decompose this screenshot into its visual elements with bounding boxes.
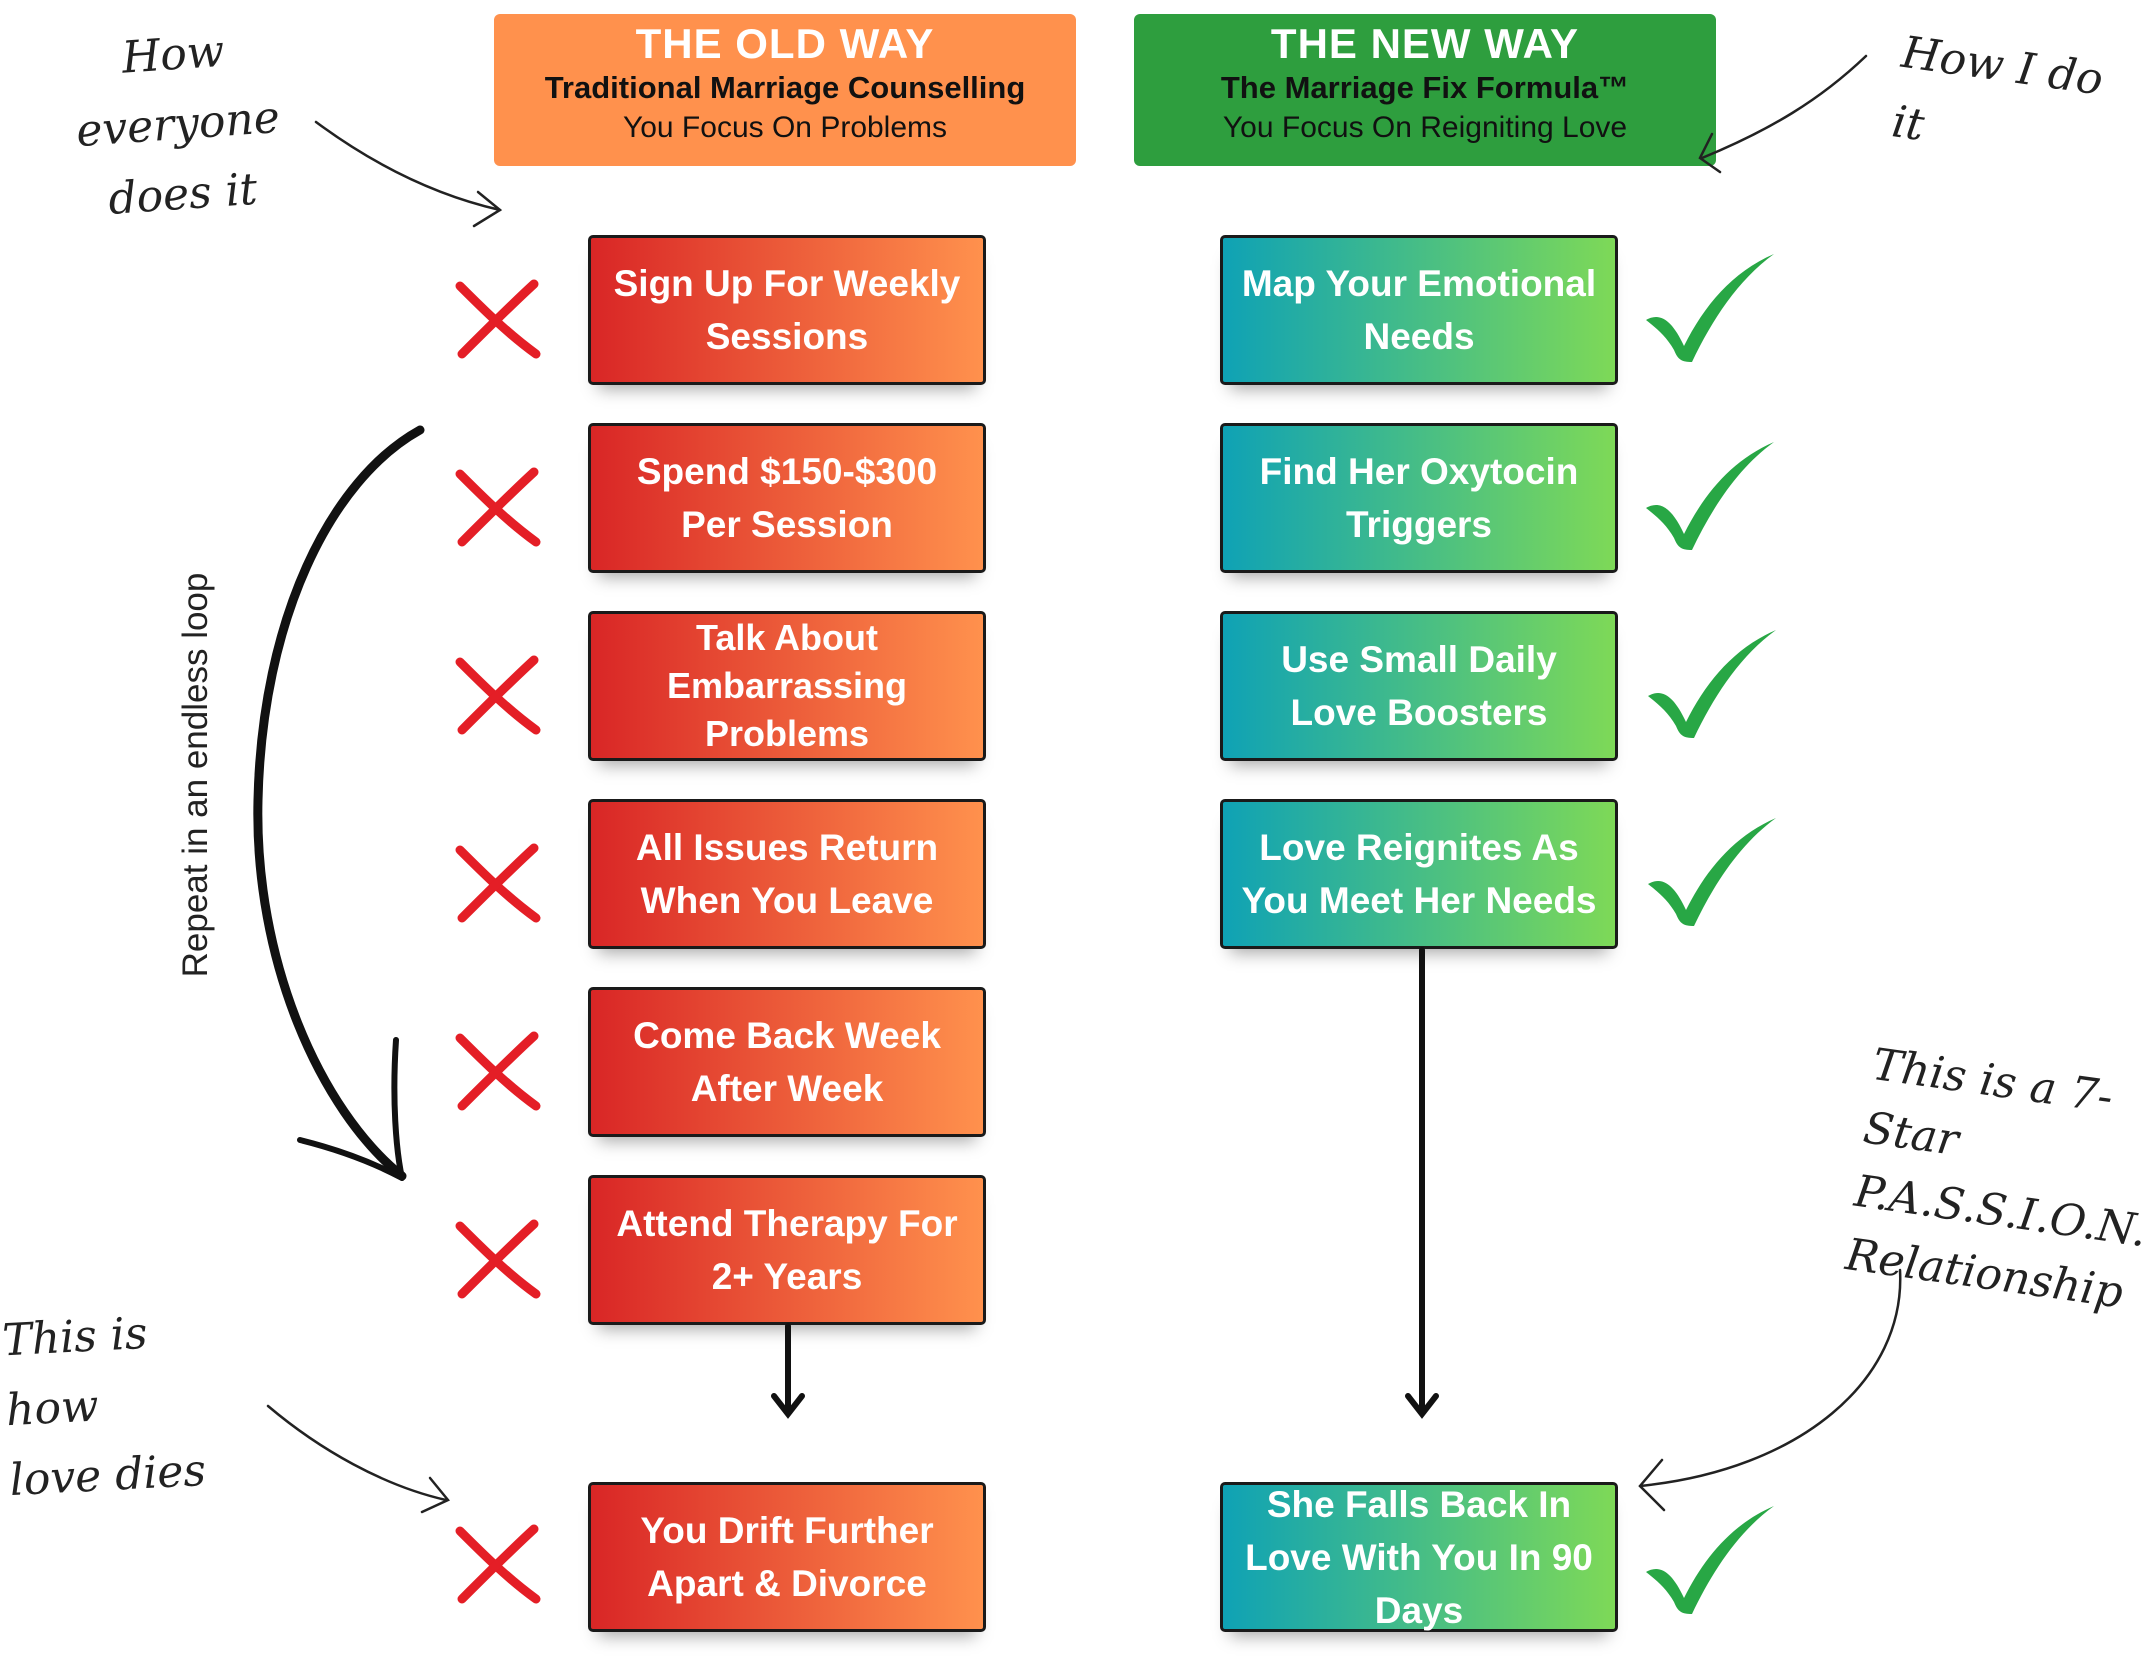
new-way-subtitle: The Marriage Fix Formula™ — [1220, 70, 1630, 105]
loop-label: Repeat in an endless loop — [176, 572, 215, 978]
seven-star-note: This is a 7-Star P.A.S.S.I.O.N. Relation… — [1842, 1039, 2148, 1319]
red-x-icon — [455, 655, 541, 735]
love-dies-arrow — [266, 1404, 450, 1514]
loop-arrow — [253, 425, 425, 1181]
how-i-arrow — [1698, 54, 1868, 174]
old-step-2: Spend $150-$300 Per Session — [588, 423, 986, 573]
old-way-subtitle: Traditional Marriage Counselling — [544, 70, 1026, 105]
green-check-icon — [1648, 818, 1776, 926]
old-way-down-arrow — [771, 1323, 805, 1419]
old-way-header: THE OLD WAY Traditional Marriage Counsel… — [494, 14, 1076, 166]
red-x-icon — [455, 467, 541, 547]
new-way-header: THE NEW WAY The Marriage Fix Formula™ Yo… — [1134, 14, 1716, 166]
old-step-1: Sign Up For Weekly Sessions — [588, 235, 986, 385]
red-x-icon — [455, 1219, 541, 1299]
new-way-down-arrow — [1405, 947, 1439, 1419]
red-x-icon — [455, 1524, 541, 1604]
old-outcome: You Drift Further Apart & Divorce — [588, 1482, 986, 1632]
green-check-icon — [1646, 254, 1774, 362]
new-way-tagline: You Focus On Reigniting Love — [1222, 111, 1628, 144]
red-x-icon — [455, 1031, 541, 1111]
old-step-4: All Issues Return When You Leave — [588, 799, 986, 949]
new-way-title: THE NEW WAY — [1270, 20, 1580, 67]
red-x-icon — [455, 843, 541, 923]
new-step-4: Love Reignites As You Meet Her Needs — [1220, 799, 1618, 949]
new-step-3: Use Small Daily Love Boosters — [1220, 611, 1618, 761]
love-dies-note: This is how love dies — [1, 1307, 208, 1507]
green-check-icon — [1648, 630, 1776, 738]
old-step-6: Attend Therapy For 2+ Years — [588, 1175, 986, 1325]
old-step-5: Come Back Week After Week — [588, 987, 986, 1137]
new-step-1: Map Your Emotional Needs — [1220, 235, 1618, 385]
red-x-icon — [455, 279, 541, 359]
old-way-title: THE OLD WAY — [635, 20, 935, 67]
old-step-3: Talk About Embarrassing Problems — [588, 611, 986, 761]
how-everyone-arrow — [314, 120, 503, 228]
seven-star-arrow — [1638, 1268, 1902, 1512]
new-outcome: She Falls Back In Love With You In 90 Da… — [1220, 1482, 1618, 1632]
old-way-tagline: You Focus On Problems — [622, 111, 948, 144]
green-check-icon — [1646, 1506, 1774, 1614]
new-step-2: Find Her Oxytocin Triggers — [1220, 423, 1618, 573]
how-everyone-note: How everyone does it — [74, 25, 282, 225]
green-check-icon — [1646, 442, 1774, 550]
